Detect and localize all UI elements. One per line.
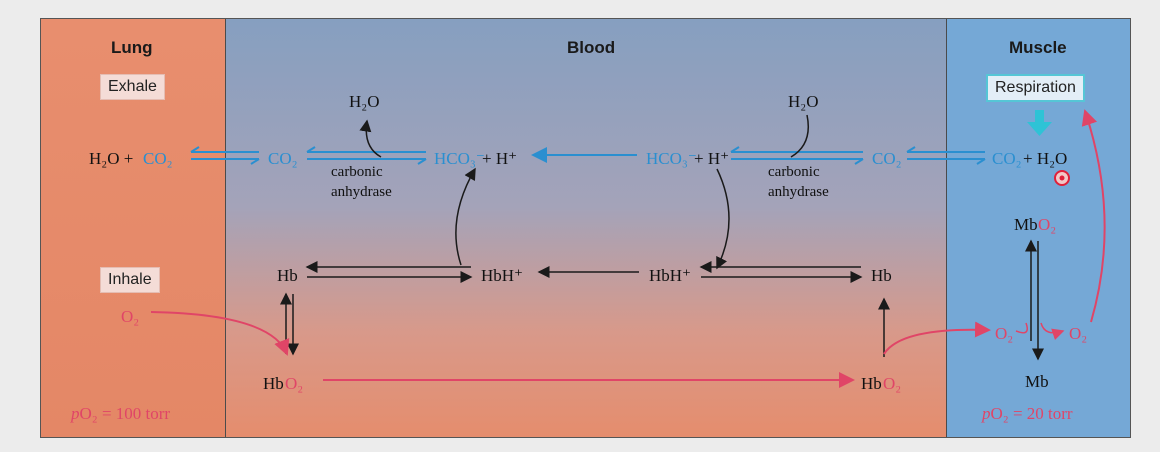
- hb-right: Hb: [871, 266, 892, 285]
- muscle-co2: CO₂: [992, 149, 1022, 168]
- hbh-left: HbH⁺: [481, 266, 524, 285]
- exhale-button[interactable]: Exhale: [100, 74, 165, 100]
- water-top-left: H₂O: [349, 92, 380, 111]
- water-top-right: H₂O: [788, 92, 819, 111]
- lung-header: Lung: [111, 38, 153, 57]
- po2-muscle-p: p: [982, 404, 991, 423]
- mb: Mb: [1025, 372, 1049, 391]
- water-release-arrow: [359, 119, 382, 158]
- respiration-button[interactable]: Respiration: [986, 74, 1085, 102]
- bicarbonate-right: HCO₃⁻: [646, 149, 697, 168]
- po2-lung-p: p: [71, 404, 80, 423]
- blood-co2-right: CO₂: [872, 149, 902, 168]
- hbo2-left-hb: Hb: [263, 374, 284, 393]
- carbonic-left-2: anhydrase: [331, 184, 392, 200]
- diagram-frame: Lung Blood Muscle Exhale Inhale Respirat…: [40, 18, 1131, 438]
- po2-lung-value: O₂ = 100 torr: [79, 404, 171, 423]
- po2-lung: pO₂ = 100 torr: [71, 405, 170, 422]
- carbonic-right-2: anhydrase: [768, 184, 829, 200]
- proton-left: + H⁺: [482, 149, 518, 168]
- down-arrow-icon: [1027, 110, 1052, 136]
- muscle-o2-right: O₂: [1069, 324, 1088, 343]
- blood-panel: [226, 19, 947, 437]
- blood-co2-left: CO₂: [268, 149, 298, 168]
- hbo2-left-o2: O₂: [285, 374, 304, 393]
- lung-water: H₂O +: [89, 149, 134, 168]
- po2-muscle: pO₂ = 20 torr: [982, 405, 1073, 422]
- proton-binding-arrow: [716, 168, 730, 270]
- hbo2-right-o2: O₂: [883, 374, 902, 393]
- hbh-right: HbH⁺: [649, 266, 692, 285]
- lung-co2: CO₂: [143, 149, 173, 168]
- o2-uptake-arrow: [150, 311, 290, 356]
- mbo2-mb: Mb: [1014, 215, 1038, 234]
- hb-left: Hb: [277, 266, 298, 285]
- proton-release-arrow: [455, 167, 476, 266]
- mb-binding-curve: [1015, 322, 1028, 334]
- hbo2-right-hb: Hb: [861, 374, 882, 393]
- carbonic-right-1: carbonic: [768, 164, 820, 180]
- target-cursor-icon: [1054, 170, 1070, 186]
- proton-right: + H⁺: [694, 149, 730, 168]
- muscle-o2-left: O₂: [995, 324, 1014, 343]
- o2-release-arrow: [883, 321, 991, 355]
- blood-header: Blood: [567, 38, 616, 57]
- muscle-header: Muscle: [1009, 38, 1067, 57]
- muscle-water: + H₂O: [1023, 149, 1068, 168]
- po2-muscle-value: O₂ = 20 torr: [990, 404, 1073, 423]
- o2-to-respiration-arrow: [1081, 109, 1106, 323]
- bicarbonate-left: HCO₃⁻: [434, 149, 485, 168]
- arrows-overlay: [150, 109, 1106, 388]
- mbo2-o2: O₂: [1038, 215, 1057, 234]
- water-uptake-curve: [790, 114, 809, 158]
- mb-release-arrow: [1040, 322, 1065, 341]
- carbonic-left-1: carbonic: [331, 164, 383, 180]
- lung-o2: O₂: [121, 307, 140, 326]
- inhale-button[interactable]: Inhale: [100, 267, 160, 293]
